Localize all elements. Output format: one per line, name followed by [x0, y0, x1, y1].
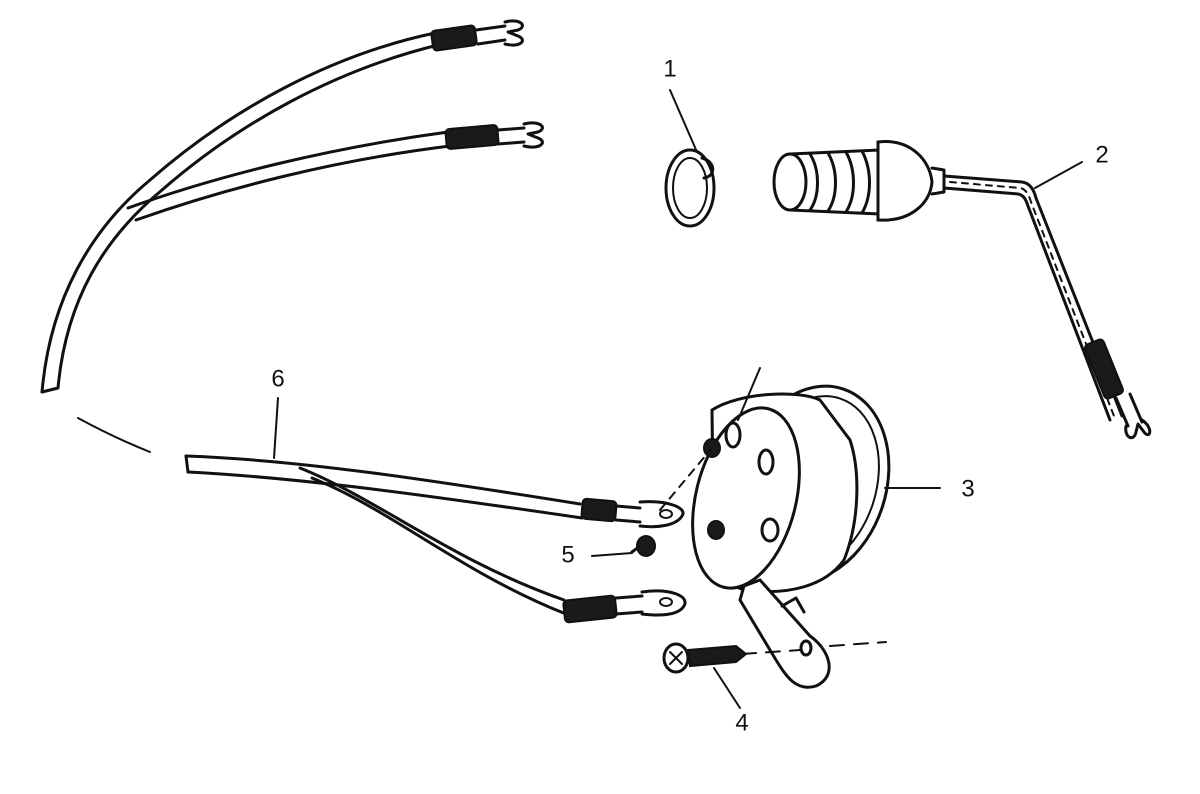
leader-4 [713, 667, 741, 709]
leader-6 [273, 397, 279, 459]
terminal-sleeve-upper [430, 24, 478, 52]
lamp-socket [772, 140, 1152, 440]
connect-line [659, 447, 713, 511]
terminal-sleeve-lower [444, 124, 500, 150]
lead-sleeve-upper [580, 497, 618, 523]
callout-1: 1 [663, 55, 676, 82]
mount-centerline [741, 641, 887, 655]
stud-leader [737, 367, 761, 421]
break-line [77, 417, 151, 453]
leader-5 [591, 552, 633, 557]
lower-wire-harness [184, 454, 687, 624]
snap-ring [664, 148, 716, 228]
callout-2: 2 [1095, 141, 1108, 168]
gauge-body [691, 384, 891, 689]
callout-3: 3 [961, 475, 974, 502]
lamp-terminal-sleeve [1084, 338, 1124, 400]
leader-1 [669, 89, 698, 153]
small-screw [630, 535, 656, 557]
leader-2 [1034, 161, 1083, 189]
callout-5: 5 [561, 541, 574, 568]
callout-4: 4 [735, 709, 748, 736]
lead-sleeve-lower [562, 594, 618, 624]
callout-6: 6 [271, 365, 284, 392]
upper-wire-harness [40, 19, 544, 394]
mounting-screw [662, 642, 748, 674]
